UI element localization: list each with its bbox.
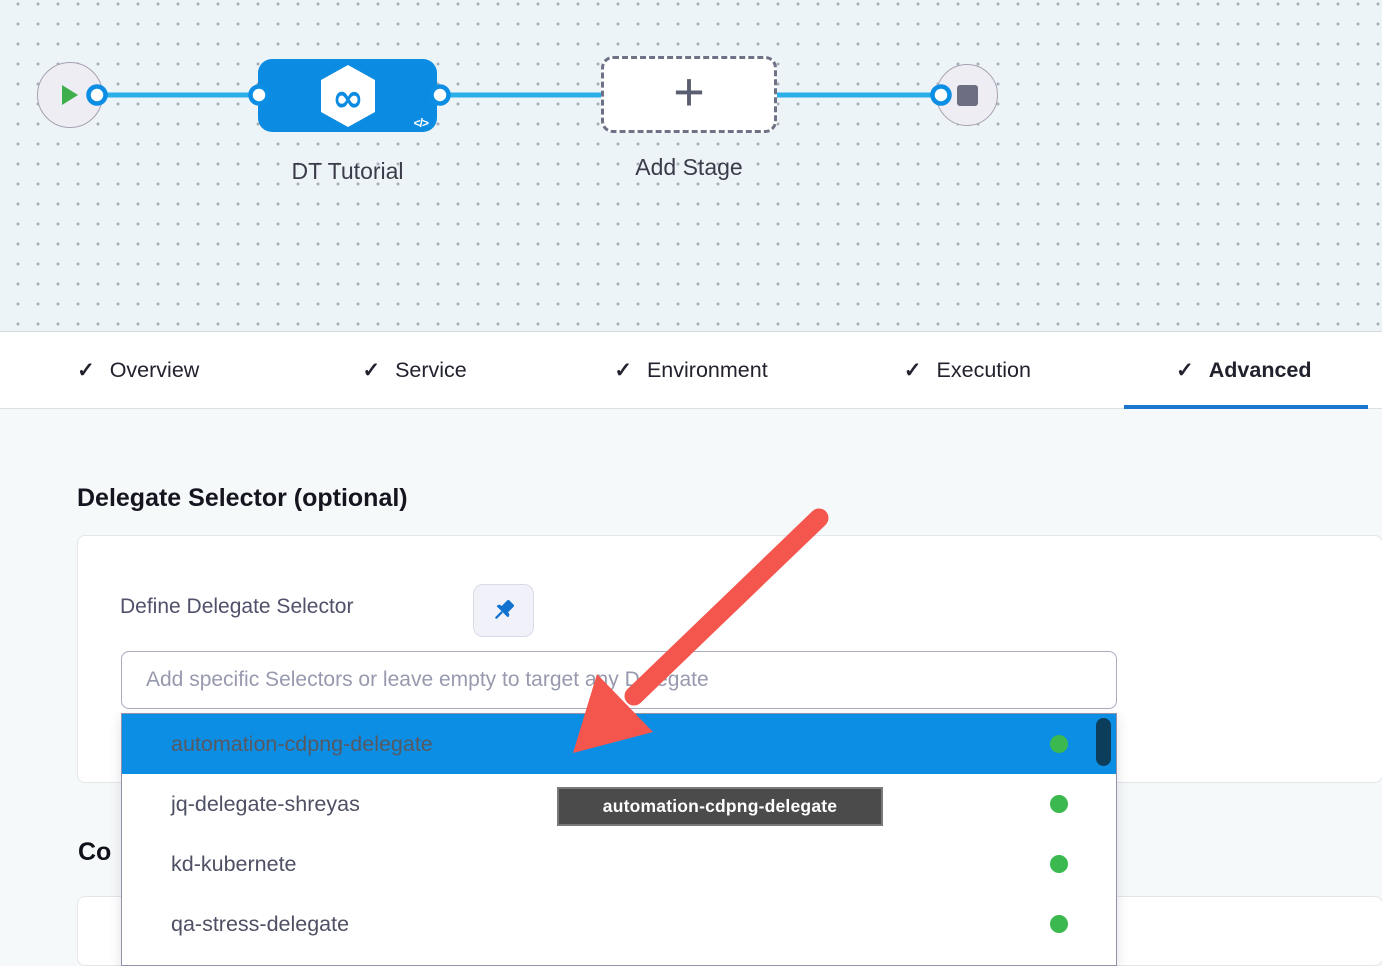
delegate-status-dot: [1050, 735, 1068, 753]
delegate-option-label: qa-stress-delegate: [171, 911, 350, 936]
tab-label: Service: [395, 357, 467, 382]
delegate-options-dropdown: automation-cdpng-delegate jq-delegate-sh…: [121, 713, 1117, 966]
tab-label: Execution: [936, 357, 1031, 382]
stop-icon: [956, 84, 978, 106]
active-tab-underline: [1123, 405, 1369, 409]
stage-node-dt-tutorial[interactable]: ∞ </>: [258, 59, 437, 132]
harness-cd-stage-icon: ∞: [320, 64, 375, 127]
tab-label: Overview: [109, 357, 200, 382]
delegate-name-tooltip: automation-cdpng-delegate: [557, 787, 883, 826]
delegate-option[interactable]: qa-stress-delegate: [122, 894, 1116, 954]
define-delegate-selector-label: Define Delegate Selector: [120, 595, 354, 618]
tab-overview[interactable]: ✓ Overview: [0, 332, 276, 408]
tab-service[interactable]: ✓ Service: [276, 332, 552, 408]
tab-advanced[interactable]: ✓ Advanced: [1106, 332, 1382, 409]
delegate-status-dot: [1050, 915, 1068, 933]
pin-icon: [495, 600, 514, 619]
add-stage-button[interactable]: +: [601, 56, 777, 133]
delegate-option-label: automation-cdpng-delegate: [171, 731, 433, 756]
delegate-option-label: jq-delegate-shreyas: [171, 791, 360, 816]
check-icon: ✓: [77, 358, 95, 382]
pin-toggle-button[interactable]: [473, 584, 534, 637]
tab-label: Environment: [646, 357, 768, 382]
code-icon: </>: [413, 116, 429, 130]
tab-label: Advanced: [1208, 357, 1312, 382]
dropdown-scrollbar-thumb[interactable]: [1096, 718, 1111, 766]
svg-text:∞: ∞: [332, 76, 364, 120]
node-ports: [86, 84, 952, 106]
stage-label: DT Tutorial: [291, 158, 404, 184]
delegate-selector-heading: Delegate Selector (optional): [77, 484, 408, 512]
check-icon: ✓: [903, 358, 922, 382]
pipeline-canvas[interactable]: ∞ </> + DT Tutorial Add Stage: [0, 0, 1382, 331]
delegate-selector-input[interactable]: [121, 651, 1117, 709]
clipped-section-heading: Co: [78, 838, 112, 866]
play-icon: [62, 85, 78, 105]
delegate-option[interactable]: kd-kubernete: [122, 834, 1116, 894]
plus-icon: +: [673, 61, 705, 122]
tab-execution[interactable]: ✓ Execution: [829, 332, 1105, 408]
delegate-option[interactable]: jq-delegate-shreyas: [122, 774, 1116, 834]
check-icon: ✓: [362, 358, 381, 382]
delegate-option[interactable]: automation-cdpng-delegate: [122, 714, 1116, 774]
delegate-status-dot: [1050, 795, 1068, 813]
tab-environment[interactable]: ✓ Environment: [553, 332, 829, 408]
delegate-option-label: kd-kubernete: [171, 851, 297, 876]
stage-config-tabbar: ✓ Overview ✓ Service ✓ Environment ✓ Exe…: [0, 331, 1382, 409]
check-icon: ✓: [1176, 358, 1194, 382]
add-stage-label: Add Stage: [635, 154, 743, 180]
delegate-status-dot: [1050, 855, 1068, 873]
check-icon: ✓: [614, 358, 632, 382]
connector-line: [70, 92, 967, 98]
